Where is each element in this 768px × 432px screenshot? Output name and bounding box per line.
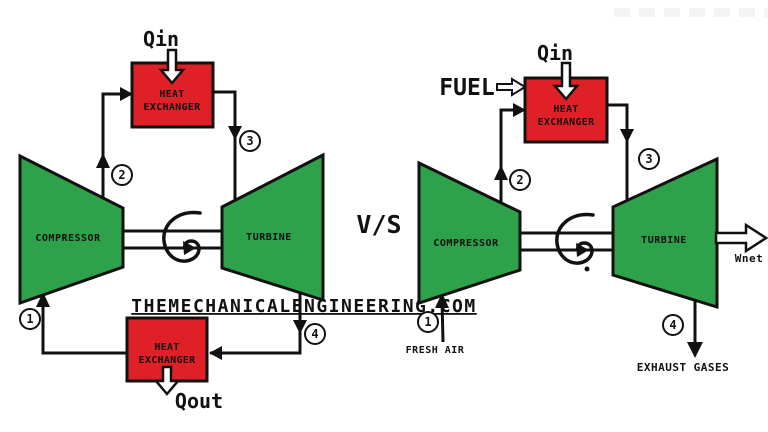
arrowhead-down-icon	[687, 342, 703, 358]
state-4-label: 4	[669, 318, 676, 332]
state-badge	[111, 164, 133, 186]
heat-exchanger-label-line2: EXCHANGER	[144, 102, 202, 113]
ink-dot	[584, 266, 590, 272]
faint-watermark-tile	[739, 8, 755, 17]
rotation-arrow-icon	[555, 212, 595, 265]
watermark-text: THEMECHANICALENGINEERING.COM	[131, 296, 476, 317]
state-badge	[662, 314, 684, 336]
compressor-shape	[18, 153, 125, 306]
state-4-label: 4	[311, 327, 318, 341]
compressor-shape	[417, 160, 522, 306]
turbine-shape	[611, 156, 719, 310]
state-badge	[304, 323, 326, 345]
arrowhead-up-icon	[96, 153, 110, 168]
rotation-arrow-icon	[162, 210, 202, 263]
flow-line-3	[607, 103, 629, 201]
heat-exchanger-label-line1: HEAT	[553, 104, 578, 115]
heat-exchanger-label-line1: HEAT	[159, 89, 184, 100]
state-badge	[19, 308, 41, 330]
heat-in-arrow-icon	[552, 61, 580, 101]
heat-exchanger-label-line2: EXCHANGER	[139, 355, 197, 366]
state-2-label: 2	[118, 168, 125, 182]
net-work-label: Wnet	[735, 252, 764, 265]
state-badge	[638, 148, 660, 170]
fuel-arrow-icon	[496, 77, 527, 97]
arrowhead-up-icon	[494, 165, 508, 180]
compressor-label: COMPRESSOR	[433, 238, 499, 249]
faint-watermark-tile	[639, 8, 655, 17]
heat-in-label: Qin	[143, 27, 179, 51]
versus-label: V/S	[356, 210, 401, 239]
arrowhead-down-icon	[620, 129, 634, 143]
arrowhead-up-icon	[435, 293, 449, 308]
closed-cycle-diagram: COMPRESSOR TURBINE HEAT EXCHANGER Qin HE…	[18, 27, 326, 413]
heat-exchanger-label-line2: EXCHANGER	[538, 117, 596, 128]
rotation-arrowhead-icon	[576, 243, 589, 257]
state-badge	[239, 130, 261, 152]
faint-watermark-tile	[689, 8, 705, 17]
flow-line-3	[213, 90, 237, 200]
net-work-arrow-icon	[714, 222, 768, 254]
turbine-label: TURBINE	[246, 232, 292, 243]
state-1-label: 1	[26, 312, 33, 326]
turbine-label: TURBINE	[641, 235, 687, 246]
compressor-label: COMPRESSOR	[35, 233, 101, 244]
arrowhead-right-icon	[120, 87, 133, 101]
state-badge	[417, 311, 439, 333]
state-1-label: 1	[424, 315, 431, 329]
heat-exchanger-label-line1: HEAT	[154, 342, 179, 353]
flow-line-4	[210, 293, 302, 355]
flow-line-1	[41, 296, 127, 355]
arrowhead-right-icon	[513, 103, 526, 117]
fuel-label: FUEL	[439, 75, 494, 101]
rotation-arrowhead-icon	[183, 241, 196, 255]
arrowhead-down-icon	[293, 320, 307, 334]
arrowhead-down-icon	[228, 126, 242, 140]
open-cycle-diagram: COMPRESSOR TURBINE HEAT EXCHANGER Qin FU…	[406, 41, 768, 374]
turbine-shape	[220, 152, 325, 303]
heat-out-label: Qout	[175, 389, 223, 413]
state-2-label: 2	[516, 173, 523, 187]
state-3-label: 3	[246, 134, 253, 148]
heat-in-label: Qin	[537, 41, 573, 65]
exhaust-gases-label: EXHAUST GASES	[637, 361, 730, 374]
arrowhead-up-icon	[36, 292, 50, 307]
fresh-air-label: FRESH AIR	[406, 345, 465, 356]
state-3-label: 3	[645, 152, 652, 166]
faint-watermark-tile	[764, 8, 768, 17]
arrowhead-left-icon	[209, 346, 222, 360]
heat-in-arrow-icon	[158, 48, 186, 85]
faint-watermark-tile	[664, 8, 680, 17]
faint-watermark-tile	[714, 8, 730, 17]
heat-out-arrow-icon	[153, 365, 181, 396]
state-badge	[509, 169, 531, 191]
faint-watermark-tiles	[614, 8, 768, 17]
faint-watermark-tile	[614, 8, 630, 17]
